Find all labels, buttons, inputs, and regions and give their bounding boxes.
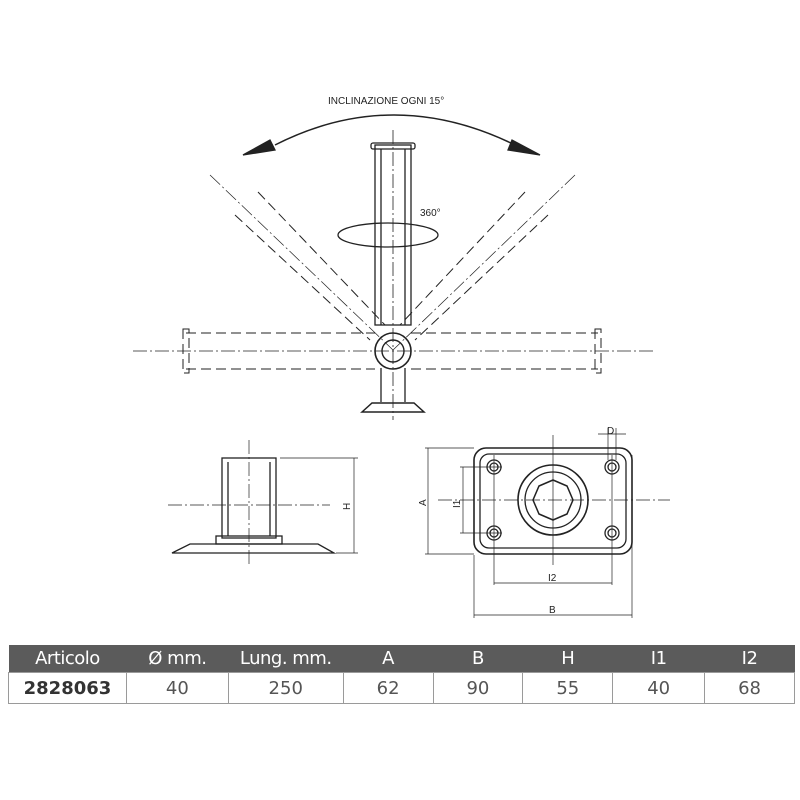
table-header-row: Articolo Ø mm. Lung. mm. A B H I1 I2	[8, 645, 795, 673]
side-view	[168, 440, 358, 565]
header-articolo: Articolo	[8, 645, 127, 673]
base-plate-small	[360, 402, 426, 413]
technical-drawing: INCLINAZIONE OGNI 15° 360° H	[133, 96, 670, 618]
header-length: Lung. mm.	[228, 645, 344, 673]
header-i1: I1	[612, 645, 705, 673]
inclination-arc	[274, 114, 516, 146]
plate-top-view	[425, 428, 670, 618]
rotation-label: 360°	[420, 208, 441, 219]
cell-i1: 40	[612, 672, 706, 704]
cell-i2: 68	[704, 672, 795, 704]
cell-articolo: 2828063	[8, 672, 127, 704]
joint	[374, 332, 412, 370]
header-b: B	[433, 645, 523, 673]
cell-length: 250	[227, 672, 344, 704]
dim-b: B	[549, 605, 556, 616]
dim-i2: I2	[548, 573, 557, 584]
header-i2: I2	[704, 645, 795, 673]
header-a: A	[343, 645, 434, 673]
tube-vertical	[370, 130, 416, 420]
spec-table: Articolo Ø mm. Lung. mm. A B H I1 I2 282…	[8, 645, 795, 704]
inclination-label: INCLINAZIONE OGNI 15°	[328, 96, 444, 107]
arrow-left-icon	[242, 139, 276, 156]
arrow-right-icon	[507, 139, 541, 156]
cell-h: 55	[522, 672, 614, 704]
dim-a: A	[418, 499, 429, 506]
cell-diameter: 40	[125, 672, 229, 704]
cell-a: 62	[342, 672, 434, 704]
cell-b: 90	[432, 672, 524, 704]
rotation-ellipse	[337, 222, 439, 248]
dim-h: H	[342, 503, 353, 510]
dim-d: D	[607, 426, 614, 437]
header-h: H	[522, 645, 613, 673]
table-row: 2828063 40 250 62 90 55 40 68	[8, 672, 795, 704]
inclined-tubes	[133, 174, 655, 374]
header-diameter: Ø mm.	[126, 645, 229, 673]
dim-i1: I1	[452, 499, 463, 508]
